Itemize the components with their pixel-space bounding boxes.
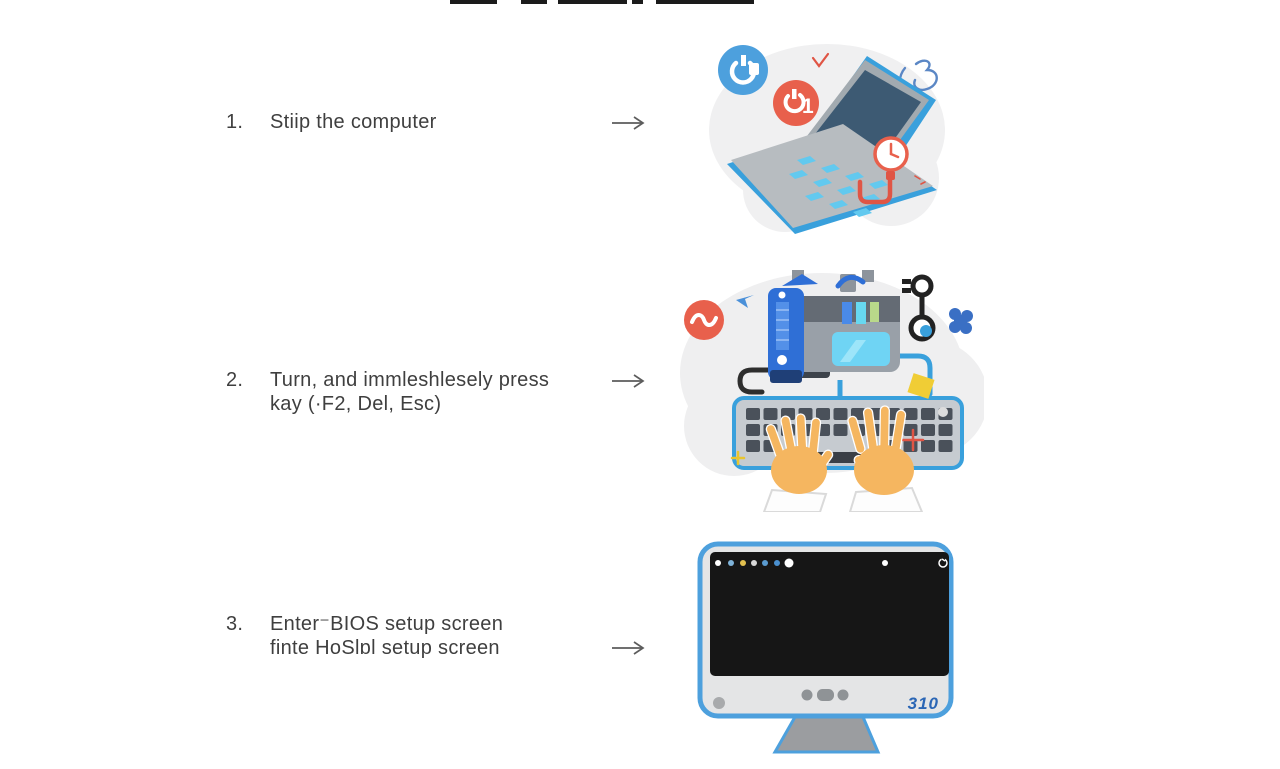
step3-text-line1: Enter⁻BIOS setup screen: [270, 613, 504, 635]
step1-text: Stiip the computer: [270, 111, 437, 133]
step3-text-line2: finte HoSlɒl setup screen: [270, 637, 500, 659]
left-hand-drawing: [762, 413, 834, 512]
right-arrow-icon: [612, 374, 645, 388]
step3-number: 3.: [226, 613, 244, 635]
power-badge-icon: [718, 45, 768, 95]
screen-status-dots: [715, 558, 888, 568]
hands-typing-keyboard-icon: [680, 270, 984, 512]
laptop-powering-on-icon: 1: [709, 44, 945, 234]
red-check-doodle-icon: [811, 52, 830, 68]
laptop-keys: [789, 156, 888, 217]
step1-number: 1.: [226, 111, 244, 133]
monitor-stand-drawing: [772, 716, 881, 754]
yellow-plus-icon: [730, 450, 746, 466]
keyboard-drawing: [730, 396, 964, 470]
laptop-drawing: [727, 56, 937, 234]
monitor-body-drawing: 310: [697, 541, 954, 719]
monitor-screen: [710, 552, 949, 676]
heading-bar: [632, 0, 643, 4]
power-1-badge-icon: 1: [773, 80, 819, 126]
step2-text-line1: Turn, and immleshlesely press: [270, 369, 550, 391]
heading-bar: [558, 0, 627, 4]
bios-monitor-icon: 310: [697, 541, 954, 754]
right-arrow-icon: [612, 641, 645, 655]
squiggle-badge-icon: [684, 300, 724, 340]
monitor-model-label: 310: [908, 694, 939, 713]
power-cable-drawing: [857, 171, 926, 205]
sticky-note-icon: [907, 373, 935, 399]
red-plus-icon: [901, 428, 925, 452]
key-tool-icon: [902, 274, 936, 342]
device-drawing: [768, 270, 933, 400]
bird-doodle-icon: [736, 295, 754, 308]
power-led: [713, 697, 725, 709]
refresh-glyph-icon: [938, 557, 948, 568]
gray-dot: [938, 407, 948, 417]
right-hand-drawing: [847, 405, 924, 512]
black-cable-drawing: [737, 367, 775, 395]
puzzle-icon: [949, 308, 973, 334]
bezel-buttons: [801, 689, 849, 701]
heading-bar: [521, 0, 547, 4]
badge-number: 1: [802, 95, 814, 118]
right-arrow-icon: [612, 116, 645, 130]
step2-text-line2: kay (·F2, Del, Esc): [270, 393, 442, 415]
clock-icon: [873, 136, 909, 172]
heading-bar: [450, 0, 497, 4]
heading-bar: [656, 0, 754, 4]
step2-number: 2.: [226, 369, 244, 391]
